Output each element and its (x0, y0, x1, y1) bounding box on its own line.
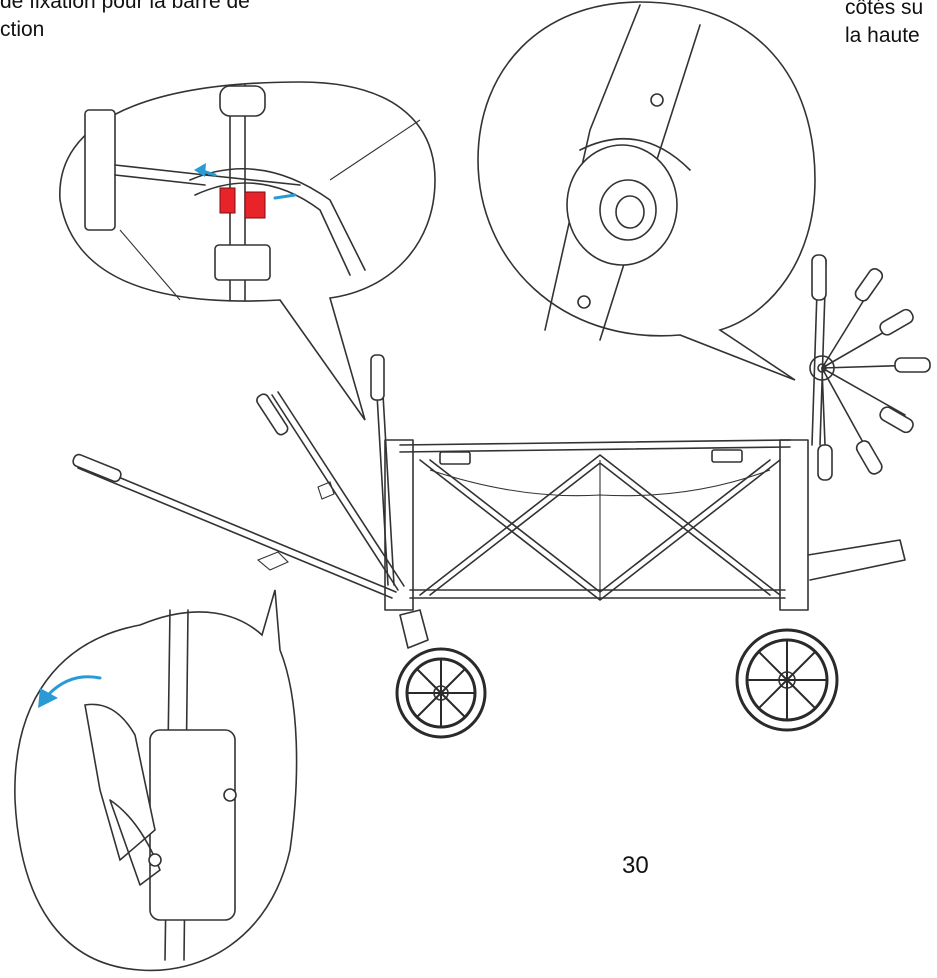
caption-left-line1: de fixation pour la barre de (0, 0, 250, 13)
red-clip-right (244, 191, 266, 219)
red-clip-left (219, 187, 236, 214)
detail-hinge-callout (477, 1, 816, 381)
caption-right-line1: côtés su (845, 0, 924, 19)
handle-positions (72, 354, 405, 599)
rear-wheel (735, 628, 839, 732)
front-wheel (395, 609, 487, 739)
caption-right: côtés su la haute (845, 0, 923, 50)
wagon-main-figure (72, 254, 931, 739)
detail-clip-callout (59, 81, 436, 421)
caption-right-line2: la haute (845, 24, 920, 47)
page-number: 30 (622, 852, 649, 879)
wagon-body (384, 439, 906, 611)
caption-left-line2: ction (0, 18, 45, 41)
caption-left: de fixation pour la barre de ction (0, 0, 250, 44)
detail-latch-callout (14, 589, 298, 972)
rear-handle-fan (809, 254, 931, 481)
